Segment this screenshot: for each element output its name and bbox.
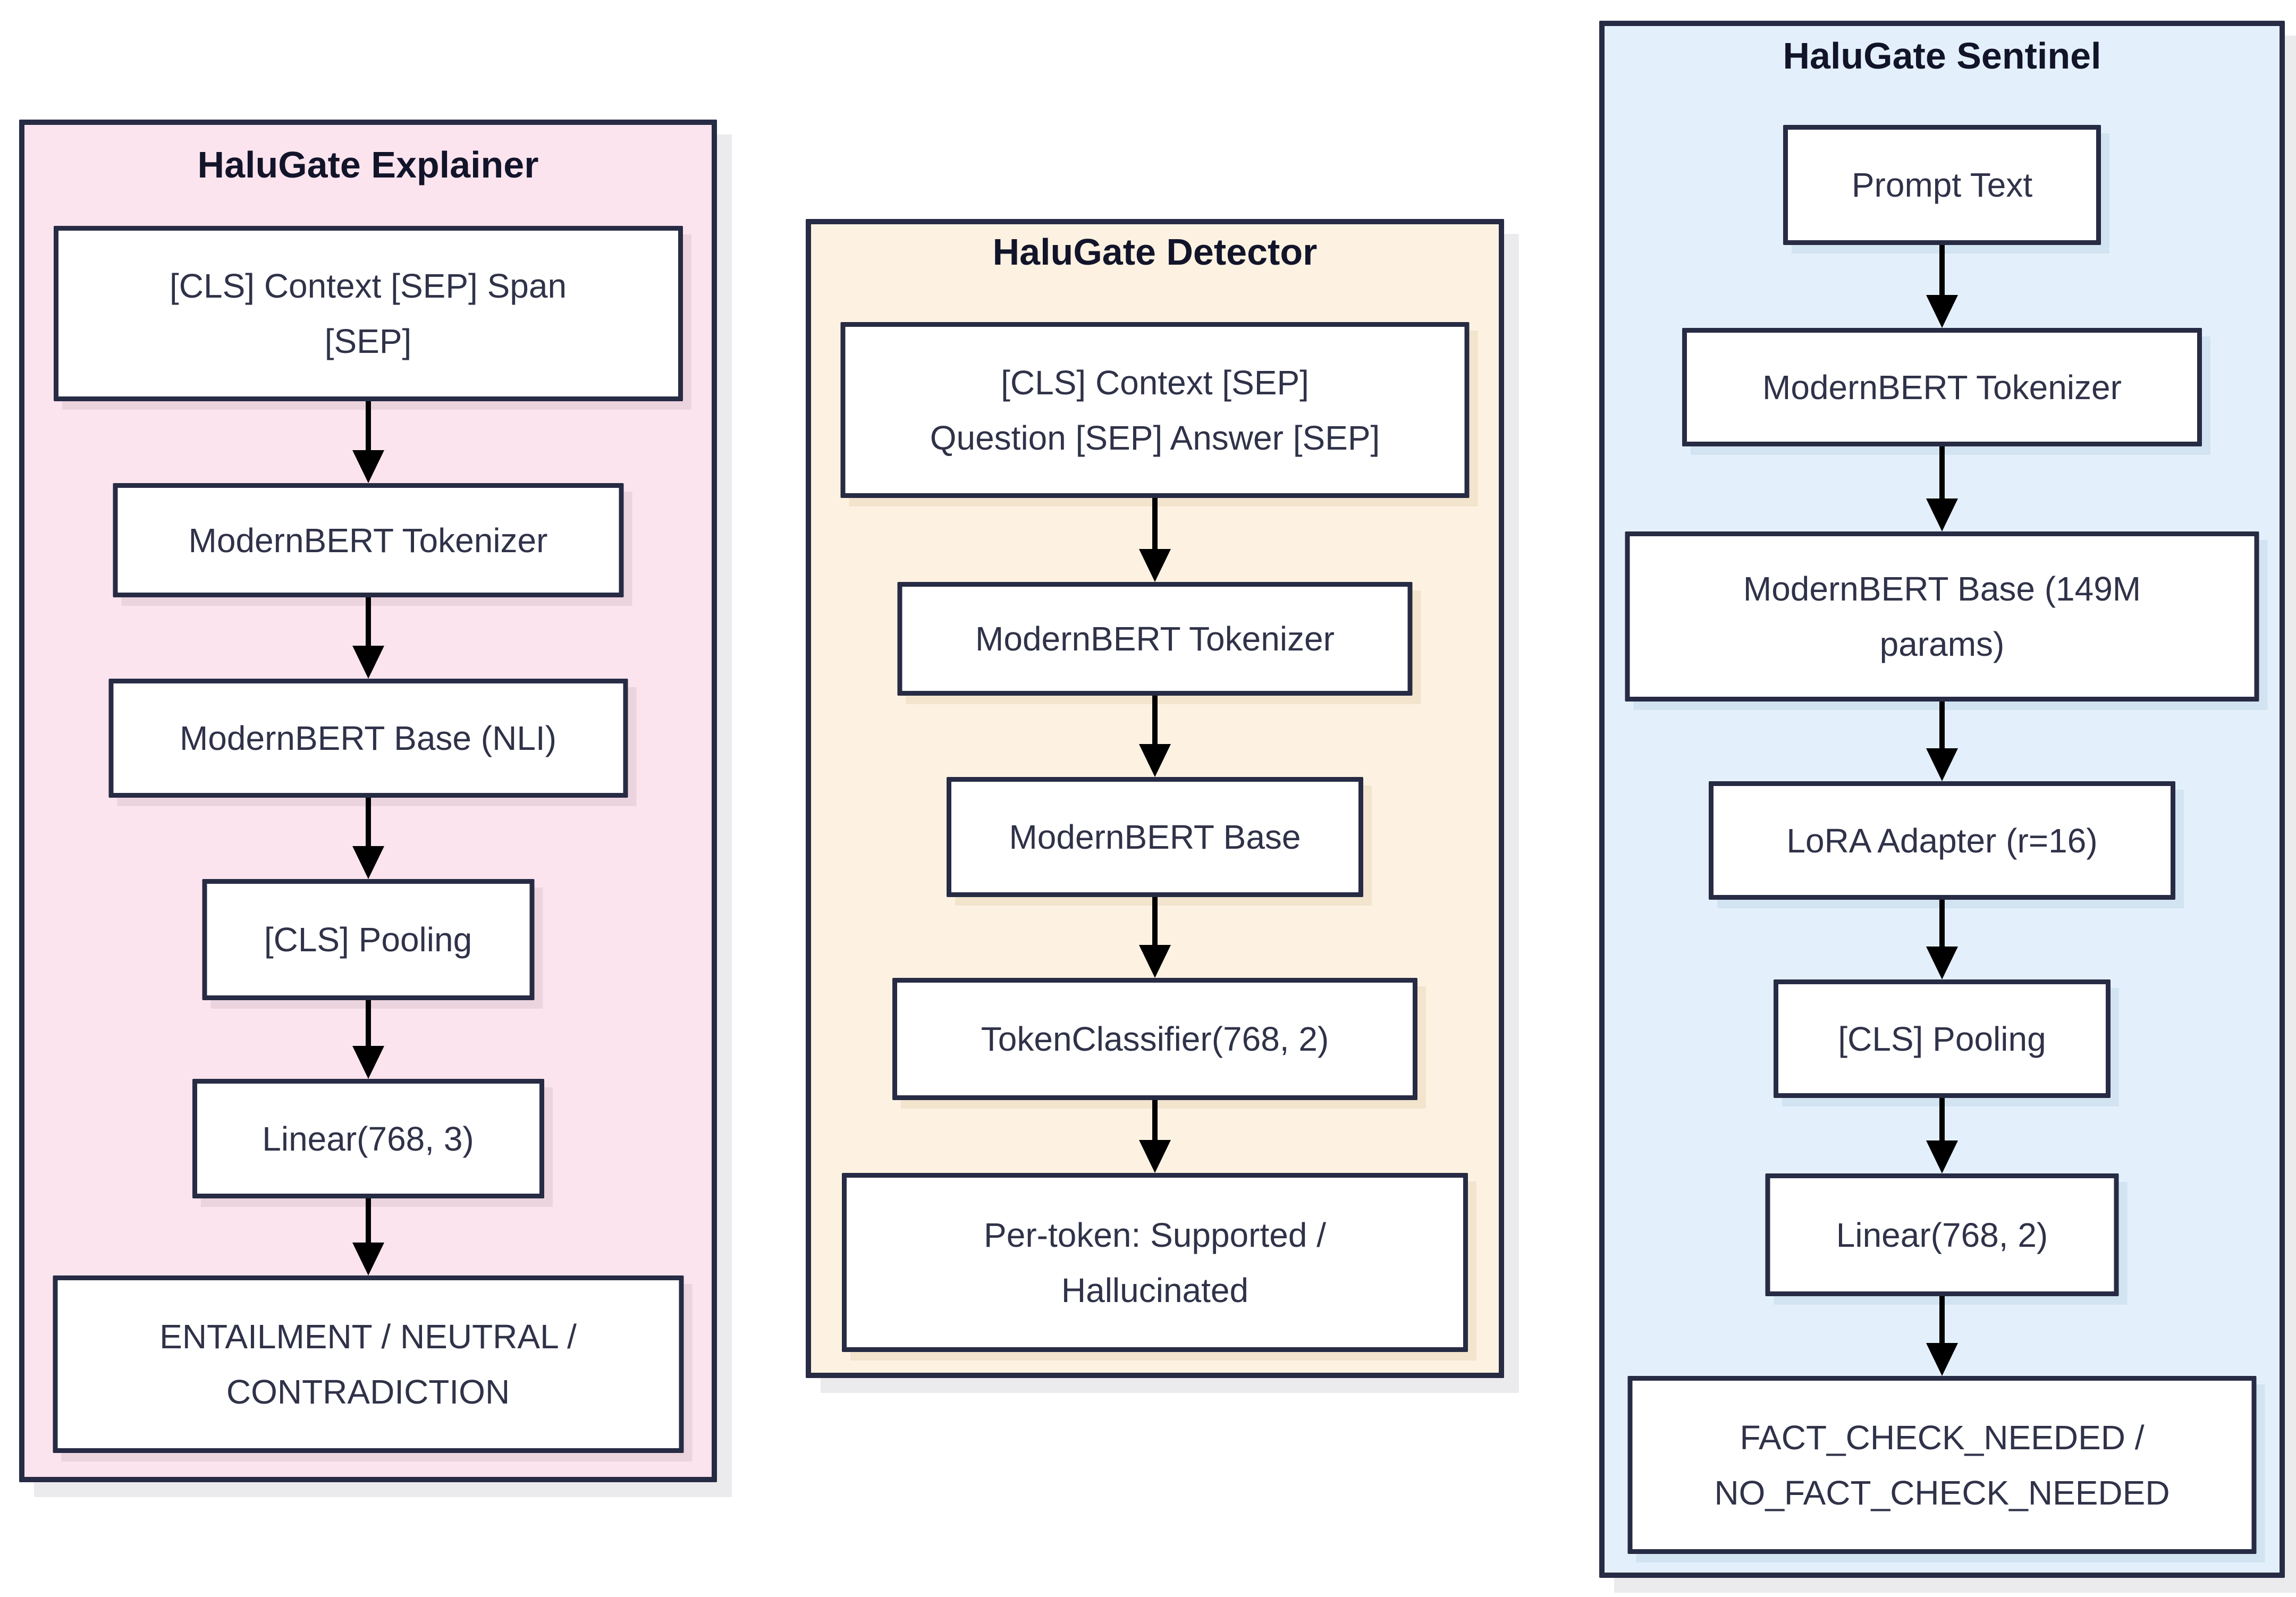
panel-title-sentinel: HaluGate Sentinel bbox=[1783, 35, 2101, 77]
arrow-down-icon bbox=[1138, 1100, 1172, 1173]
arrow-down-icon bbox=[1138, 897, 1172, 978]
arrow-down-icon bbox=[351, 798, 385, 879]
flow-box-detector-output: Per-token: Supported / Hallucinated bbox=[842, 1173, 1468, 1352]
arrow-down-icon bbox=[1138, 696, 1172, 777]
flow-box-detector-input: [CLS] Context [SEP] Question [SEP] Answe… bbox=[840, 322, 1470, 498]
panel-halugate-sentinel: HaluGate Sentinel Prompt Text ModernBERT… bbox=[1599, 21, 2285, 1578]
arrow-down-icon bbox=[351, 1198, 385, 1275]
flow-box-explainer-base-nli: ModernBERT Base (NLI) bbox=[108, 679, 628, 798]
panel-title-detector: HaluGate Detector bbox=[992, 231, 1318, 273]
flow-box-sentinel-prompt-text: Prompt Text bbox=[1783, 125, 2101, 245]
arrow-down-icon bbox=[1925, 446, 1959, 531]
flow-box-explainer-input: [CLS] Context [SEP] Span [SEP] bbox=[53, 226, 683, 401]
arrow-down-icon bbox=[351, 1000, 385, 1079]
arrow-down-icon bbox=[1925, 245, 1959, 328]
flow-box-explainer-output: ENTAILMENT / NEUTRAL / CONTRADICTION bbox=[53, 1275, 683, 1453]
flow-box-explainer-cls-pooling: [CLS] Pooling bbox=[202, 879, 534, 1000]
arrow-down-icon bbox=[1925, 1296, 1959, 1376]
flow-box-sentinel-base-149m: ModernBERT Base (149M params) bbox=[1625, 531, 2259, 702]
flow-box-sentinel-tokenizer: ModernBERT Tokenizer bbox=[1682, 328, 2202, 446]
flow-box-sentinel-output: FACT_CHECK_NEEDED / NO_FACT_CHECK_NEEDED bbox=[1627, 1376, 2257, 1554]
arrow-down-icon bbox=[1925, 1098, 1959, 1173]
arrow-down-icon bbox=[351, 401, 385, 483]
flow-box-detector-tokenizer: ModernBERT Tokenizer bbox=[897, 582, 1413, 696]
flow-box-detector-base: ModernBERT Base bbox=[947, 777, 1363, 897]
arrow-down-icon bbox=[1138, 498, 1172, 582]
arrow-down-icon bbox=[1925, 900, 1959, 979]
flow-box-explainer-linear: Linear(768, 3) bbox=[192, 1079, 544, 1198]
flow-box-sentinel-cls-pooling: [CLS] Pooling bbox=[1774, 979, 2111, 1098]
flow-box-detector-token-classifier: TokenClassifier(768, 2) bbox=[892, 978, 1417, 1100]
panel-halugate-detector: HaluGate Detector [CLS] Context [SEP] Qu… bbox=[806, 219, 1504, 1378]
arrow-down-icon bbox=[351, 597, 385, 679]
arrow-down-icon bbox=[1925, 702, 1959, 781]
panel-halugate-explainer: HaluGate Explainer [CLS] Context [SEP] S… bbox=[19, 120, 717, 1482]
panel-title-explainer: HaluGate Explainer bbox=[197, 144, 539, 185]
flow-box-sentinel-lora-adapter: LoRA Adapter (r=16) bbox=[1709, 781, 2175, 900]
flow-box-explainer-tokenizer: ModernBERT Tokenizer bbox=[113, 483, 623, 597]
flow-box-sentinel-linear: Linear(768, 2) bbox=[1765, 1173, 2119, 1296]
